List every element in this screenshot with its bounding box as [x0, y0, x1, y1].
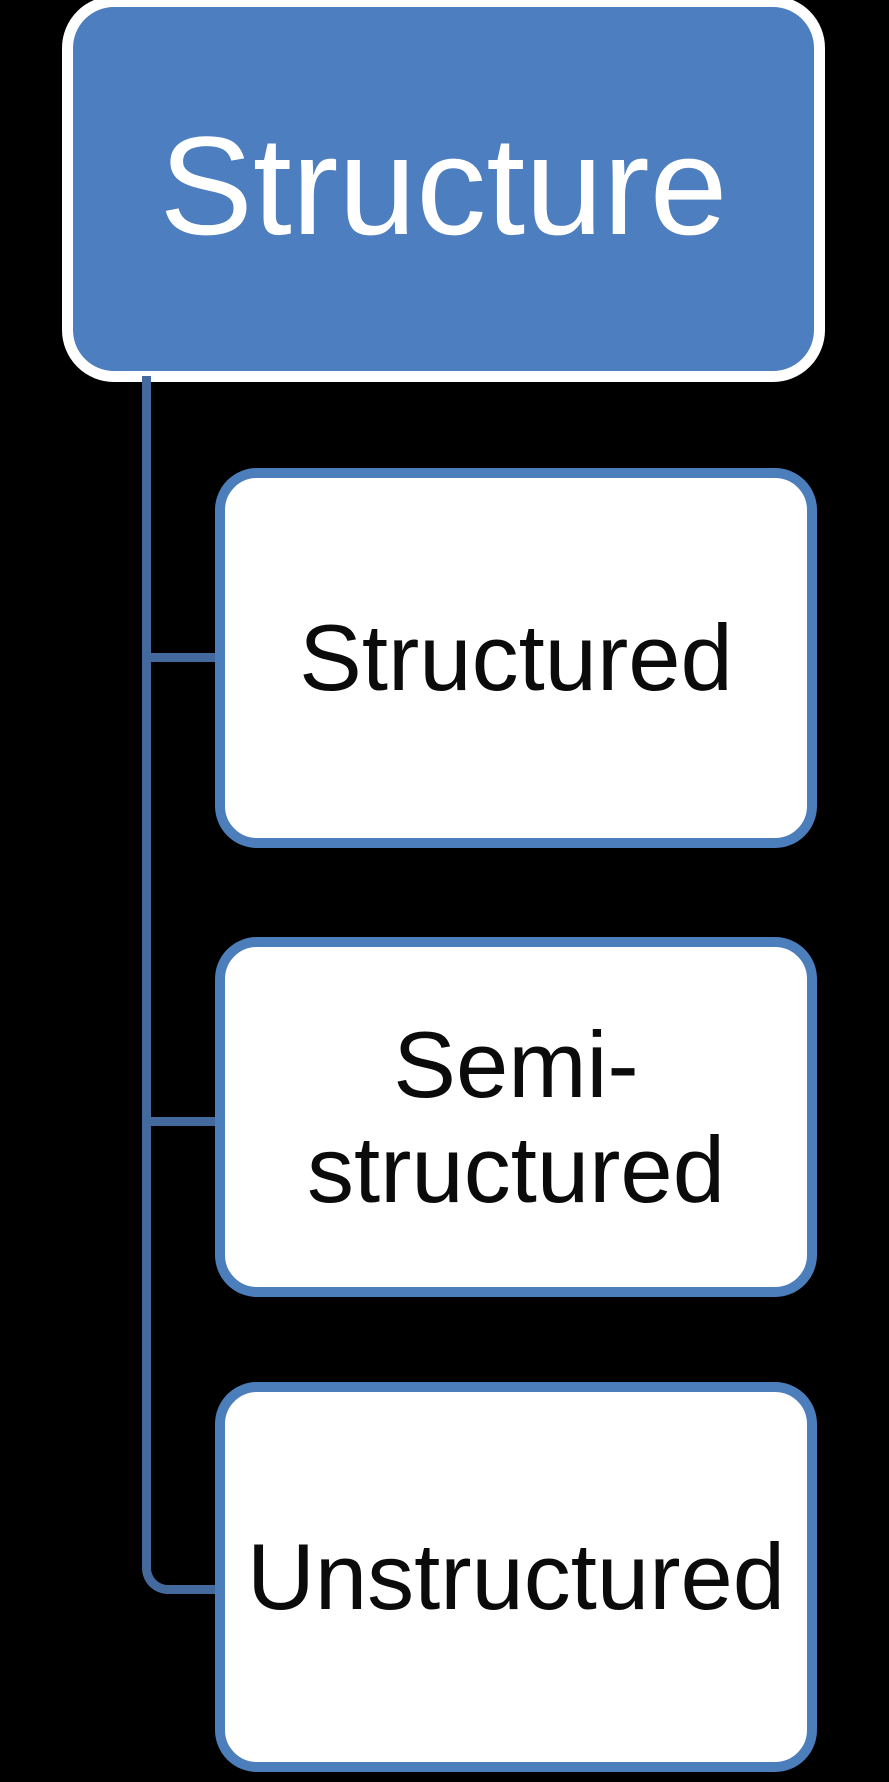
child-node-semi-structured: Semi- structured: [215, 937, 817, 1297]
child-node-label: Semi- structured: [307, 1011, 725, 1222]
child-node-structured: Structured: [215, 468, 817, 848]
child-node-unstructured: Unstructured: [215, 1382, 817, 1772]
connector-stub-semi-structured: [142, 1117, 222, 1126]
root-node-structure: Structure: [62, 0, 825, 382]
connector-elbow-unstructured: [142, 1542, 222, 1594]
child-node-label: Structured: [299, 605, 733, 711]
child-node-label: Unstructured: [246, 1524, 786, 1630]
connector-trunk-line: [142, 376, 151, 1546]
connector-stub-structured: [142, 653, 222, 662]
root-node-label: Structure: [159, 107, 728, 264]
